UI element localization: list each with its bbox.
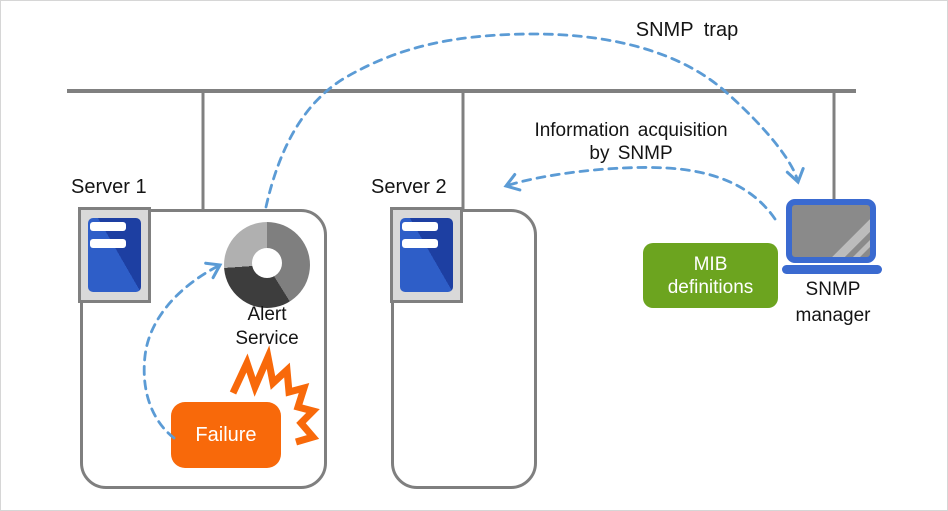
server-bar (402, 222, 438, 231)
server2-label: Server 2 (371, 176, 447, 198)
donut-hole (252, 248, 282, 278)
failure-label: Failure (195, 423, 257, 446)
snmp-manager-label: SNMP manager (795, 279, 871, 326)
server-icon (78, 207, 151, 303)
snmp-trap-label: SNMP trap (635, 19, 739, 41)
laptop-base (782, 265, 882, 274)
alert-service-donut-icon (224, 222, 310, 308)
snmp-trap-arrow (264, 32, 805, 209)
failure-to-alert-arrow (142, 261, 223, 440)
mib-definitions-label: MIB definitions (667, 253, 754, 298)
mib-definitions-box: MIB definitions (643, 243, 778, 308)
failure-box: Failure (171, 402, 281, 468)
server-icon (390, 207, 463, 303)
alert-service-label: Alert Service (235, 304, 299, 349)
laptop-icon (786, 199, 876, 263)
server-bar (90, 222, 126, 231)
info-acquisition-label: Information acquisition by SNMP (534, 120, 728, 164)
server1-label: Server 1 (71, 176, 147, 198)
info-acquisition-arrow (503, 166, 777, 221)
server-bar (402, 239, 438, 248)
server-bar (90, 239, 126, 248)
